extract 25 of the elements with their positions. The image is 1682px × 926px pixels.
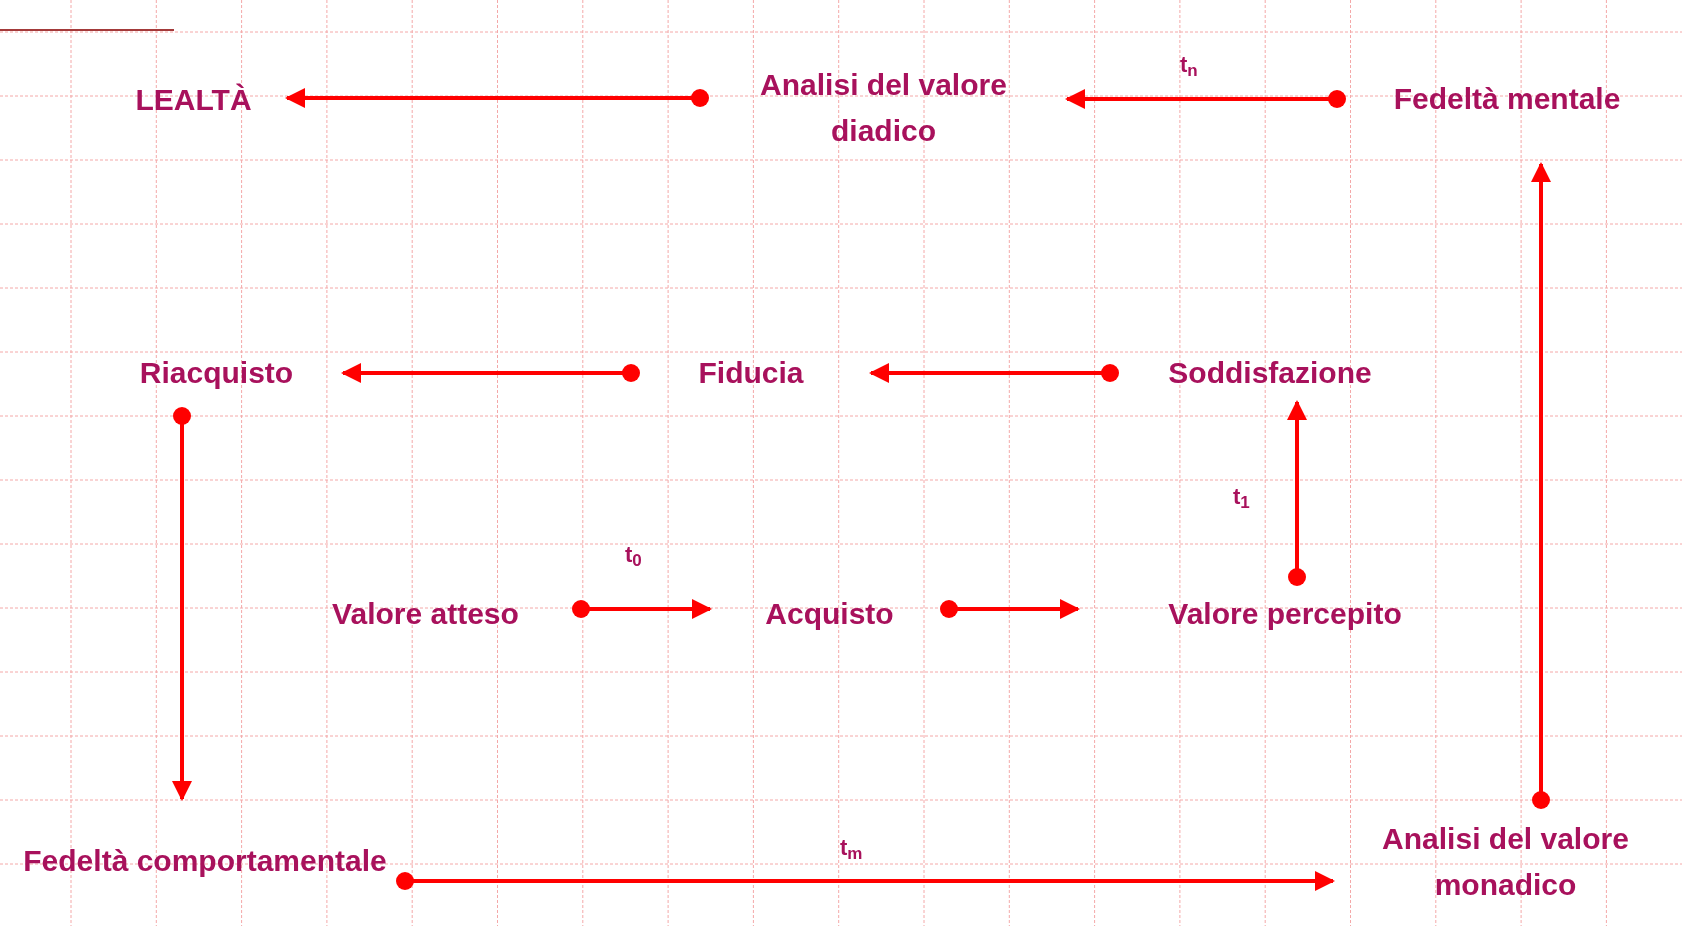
node-label: Valore percepito (1167, 596, 1403, 632)
node-label: Riacquisto (138, 355, 295, 391)
arrow (1531, 162, 1551, 809)
node-label: Fedeltà comportamentale (22, 843, 388, 879)
arrow (940, 599, 1080, 619)
arrow (869, 363, 1119, 383)
arrow (285, 88, 709, 108)
node-label: Analisi del valore diadico (759, 66, 1008, 149)
arrow (172, 407, 192, 801)
arrow (341, 363, 640, 383)
node-label: Soddisfazione (1167, 355, 1373, 391)
node-label: Fedeltà mentale (1392, 81, 1622, 117)
arrow (1287, 400, 1307, 586)
edge-label: t$_{1}$ (1233, 483, 1250, 513)
edge-label: t$_{n}$ (1180, 51, 1198, 81)
node-label: LEALTÀ (134, 82, 253, 118)
edge-label: t$_{m}$ (840, 834, 863, 864)
arrow (396, 871, 1335, 891)
arrow (1065, 89, 1346, 109)
node-label: Acquisto (764, 596, 895, 632)
node-label: Fiducia (697, 355, 805, 391)
node-label: Valore atteso (331, 596, 520, 632)
arrow (572, 599, 712, 619)
node-label: Analisi del valore monadico (1381, 821, 1630, 903)
edge-label: t$_{0}$ (625, 541, 642, 571)
